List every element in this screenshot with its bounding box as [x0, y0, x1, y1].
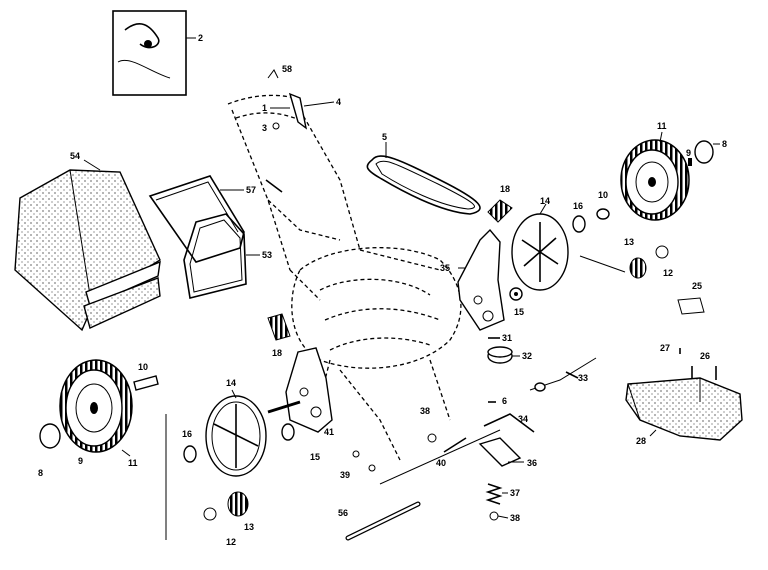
label-8-upper: 8 — [722, 139, 727, 149]
label-38-lower: 38 — [510, 513, 520, 523]
part-38-nut-upper: 38 — [420, 406, 437, 443]
label-11-upper: 11 — [657, 121, 667, 131]
label-12-upper: 12 — [663, 268, 673, 278]
label-28: 28 — [636, 436, 646, 446]
part-13-gear-upper: 13 — [624, 237, 647, 279]
label-39: 39 — [340, 470, 350, 480]
label-9-upper: 9 — [686, 148, 691, 158]
mower-deck — [291, 247, 462, 461]
label-18-upper: 18 — [500, 184, 510, 194]
part-39-nut: 39 — [340, 450, 376, 480]
label-6: 6 — [502, 396, 507, 406]
part-14-wheel-cover-upper: 14 — [511, 196, 569, 291]
label-36: 36 — [527, 458, 537, 468]
label-15-upper: 15 — [514, 307, 524, 317]
label-37: 37 — [510, 488, 520, 498]
part-8-hubcap-lower: 8 — [38, 423, 61, 478]
label-15-lower: 15 — [310, 452, 320, 462]
part-11-wheel-lower: 11 — [59, 359, 138, 468]
label-11-lower: 11 — [128, 458, 138, 468]
label-10-lower: 10 — [138, 362, 148, 372]
part-53-bag-frame-lower: 53 — [183, 213, 272, 299]
label-57: 57 — [246, 185, 256, 195]
handle-assembly: 4 1 3 58 — [227, 64, 441, 301]
label-27: 27 — [660, 343, 670, 353]
part-28-discharge-chute: 28 — [625, 377, 743, 446]
part-40-rod: 40 — [436, 437, 467, 468]
part-16-washer-upper: 16 — [572, 201, 586, 233]
part-41-height-adjuster: 41 — [285, 347, 334, 437]
label-26: 26 — [700, 351, 710, 361]
part-33-cable: 33 — [529, 357, 597, 392]
label-31: 31 — [502, 333, 512, 343]
part-18-pad-upper: 18 — [487, 184, 513, 223]
part-34-link: 34 — [483, 413, 535, 433]
label-41: 41 — [324, 427, 334, 437]
label-13-lower: 13 — [244, 522, 254, 532]
label-8-lower: 8 — [38, 468, 43, 478]
part-32-cap: 32 — [487, 346, 532, 364]
part-27-screw: 27 — [660, 343, 681, 354]
part-36-bracket: 36 — [478, 437, 537, 468]
label-12-lower: 12 — [226, 537, 236, 547]
label-16-lower: 16 — [182, 429, 192, 439]
label-56: 56 — [338, 508, 348, 518]
part-5-belt: 5 — [366, 132, 481, 215]
part-37-spring: 37 — [485, 483, 520, 505]
label-1: 1 — [262, 103, 267, 113]
axle-stub-lower — [267, 400, 301, 414]
part-56-axle-rod: 56 — [338, 501, 421, 541]
part-10-bolt-upper: 10 — [596, 190, 610, 220]
label-35: 35 — [440, 263, 450, 273]
label-54: 54 — [70, 151, 80, 161]
label-10-upper: 10 — [598, 190, 608, 200]
label-32: 32 — [522, 351, 532, 361]
label-38-upper: 38 — [420, 406, 430, 416]
label-14-upper: 14 — [540, 196, 550, 206]
part-8-hubcap-upper: 8 — [694, 139, 727, 164]
part-15-nut-upper: 15 — [509, 287, 524, 317]
part-10-bolt-lower: 10 — [133, 362, 159, 391]
part-54-grass-bag: 54 — [14, 151, 161, 332]
label-16-upper: 16 — [573, 201, 583, 211]
part-38-nut-lower: 38 — [489, 511, 520, 523]
part-15-nut-lower: 15 — [281, 423, 320, 462]
part-26-screws: 26 — [691, 351, 717, 380]
part-25-label-plate: 25 — [677, 281, 705, 315]
label-9-lower: 9 — [78, 456, 83, 466]
label-18-lower: 18 — [272, 348, 282, 358]
part-13-gear-lower: 13 — [227, 491, 254, 532]
part-31-screw: 31 — [488, 333, 512, 343]
axle-line-upper — [579, 255, 626, 273]
part-14-wheel-cover-lower: 14 — [205, 378, 267, 477]
label-33: 33 — [578, 373, 588, 383]
label-40: 40 — [436, 458, 446, 468]
label-34: 34 — [518, 414, 528, 424]
label-14-lower: 14 — [226, 378, 236, 388]
part-2-cable-inset: 2 — [112, 10, 203, 96]
label-3: 3 — [262, 123, 267, 133]
part-11-wheel-upper: 11 — [620, 121, 690, 221]
label-13-upper: 13 — [624, 237, 634, 247]
label-58: 58 — [282, 64, 292, 74]
part-18-pad-lower: 18 — [267, 313, 291, 358]
part-9-clip-upper — [688, 158, 692, 166]
axle-line-lower — [379, 429, 501, 485]
label-25: 25 — [692, 281, 702, 291]
part-6-spring: 6 — [488, 396, 507, 406]
label-2: 2 — [198, 33, 203, 43]
part-12-clip-lower: 12 — [203, 507, 236, 547]
label-5: 5 — [382, 132, 387, 142]
part-35-height-adjuster: 35 — [440, 228, 505, 331]
label-4: 4 — [336, 97, 341, 107]
label-53: 53 — [262, 250, 272, 260]
part-16-washer-lower: 16 — [182, 429, 197, 463]
part-12-clip-upper: 12 — [655, 245, 673, 278]
